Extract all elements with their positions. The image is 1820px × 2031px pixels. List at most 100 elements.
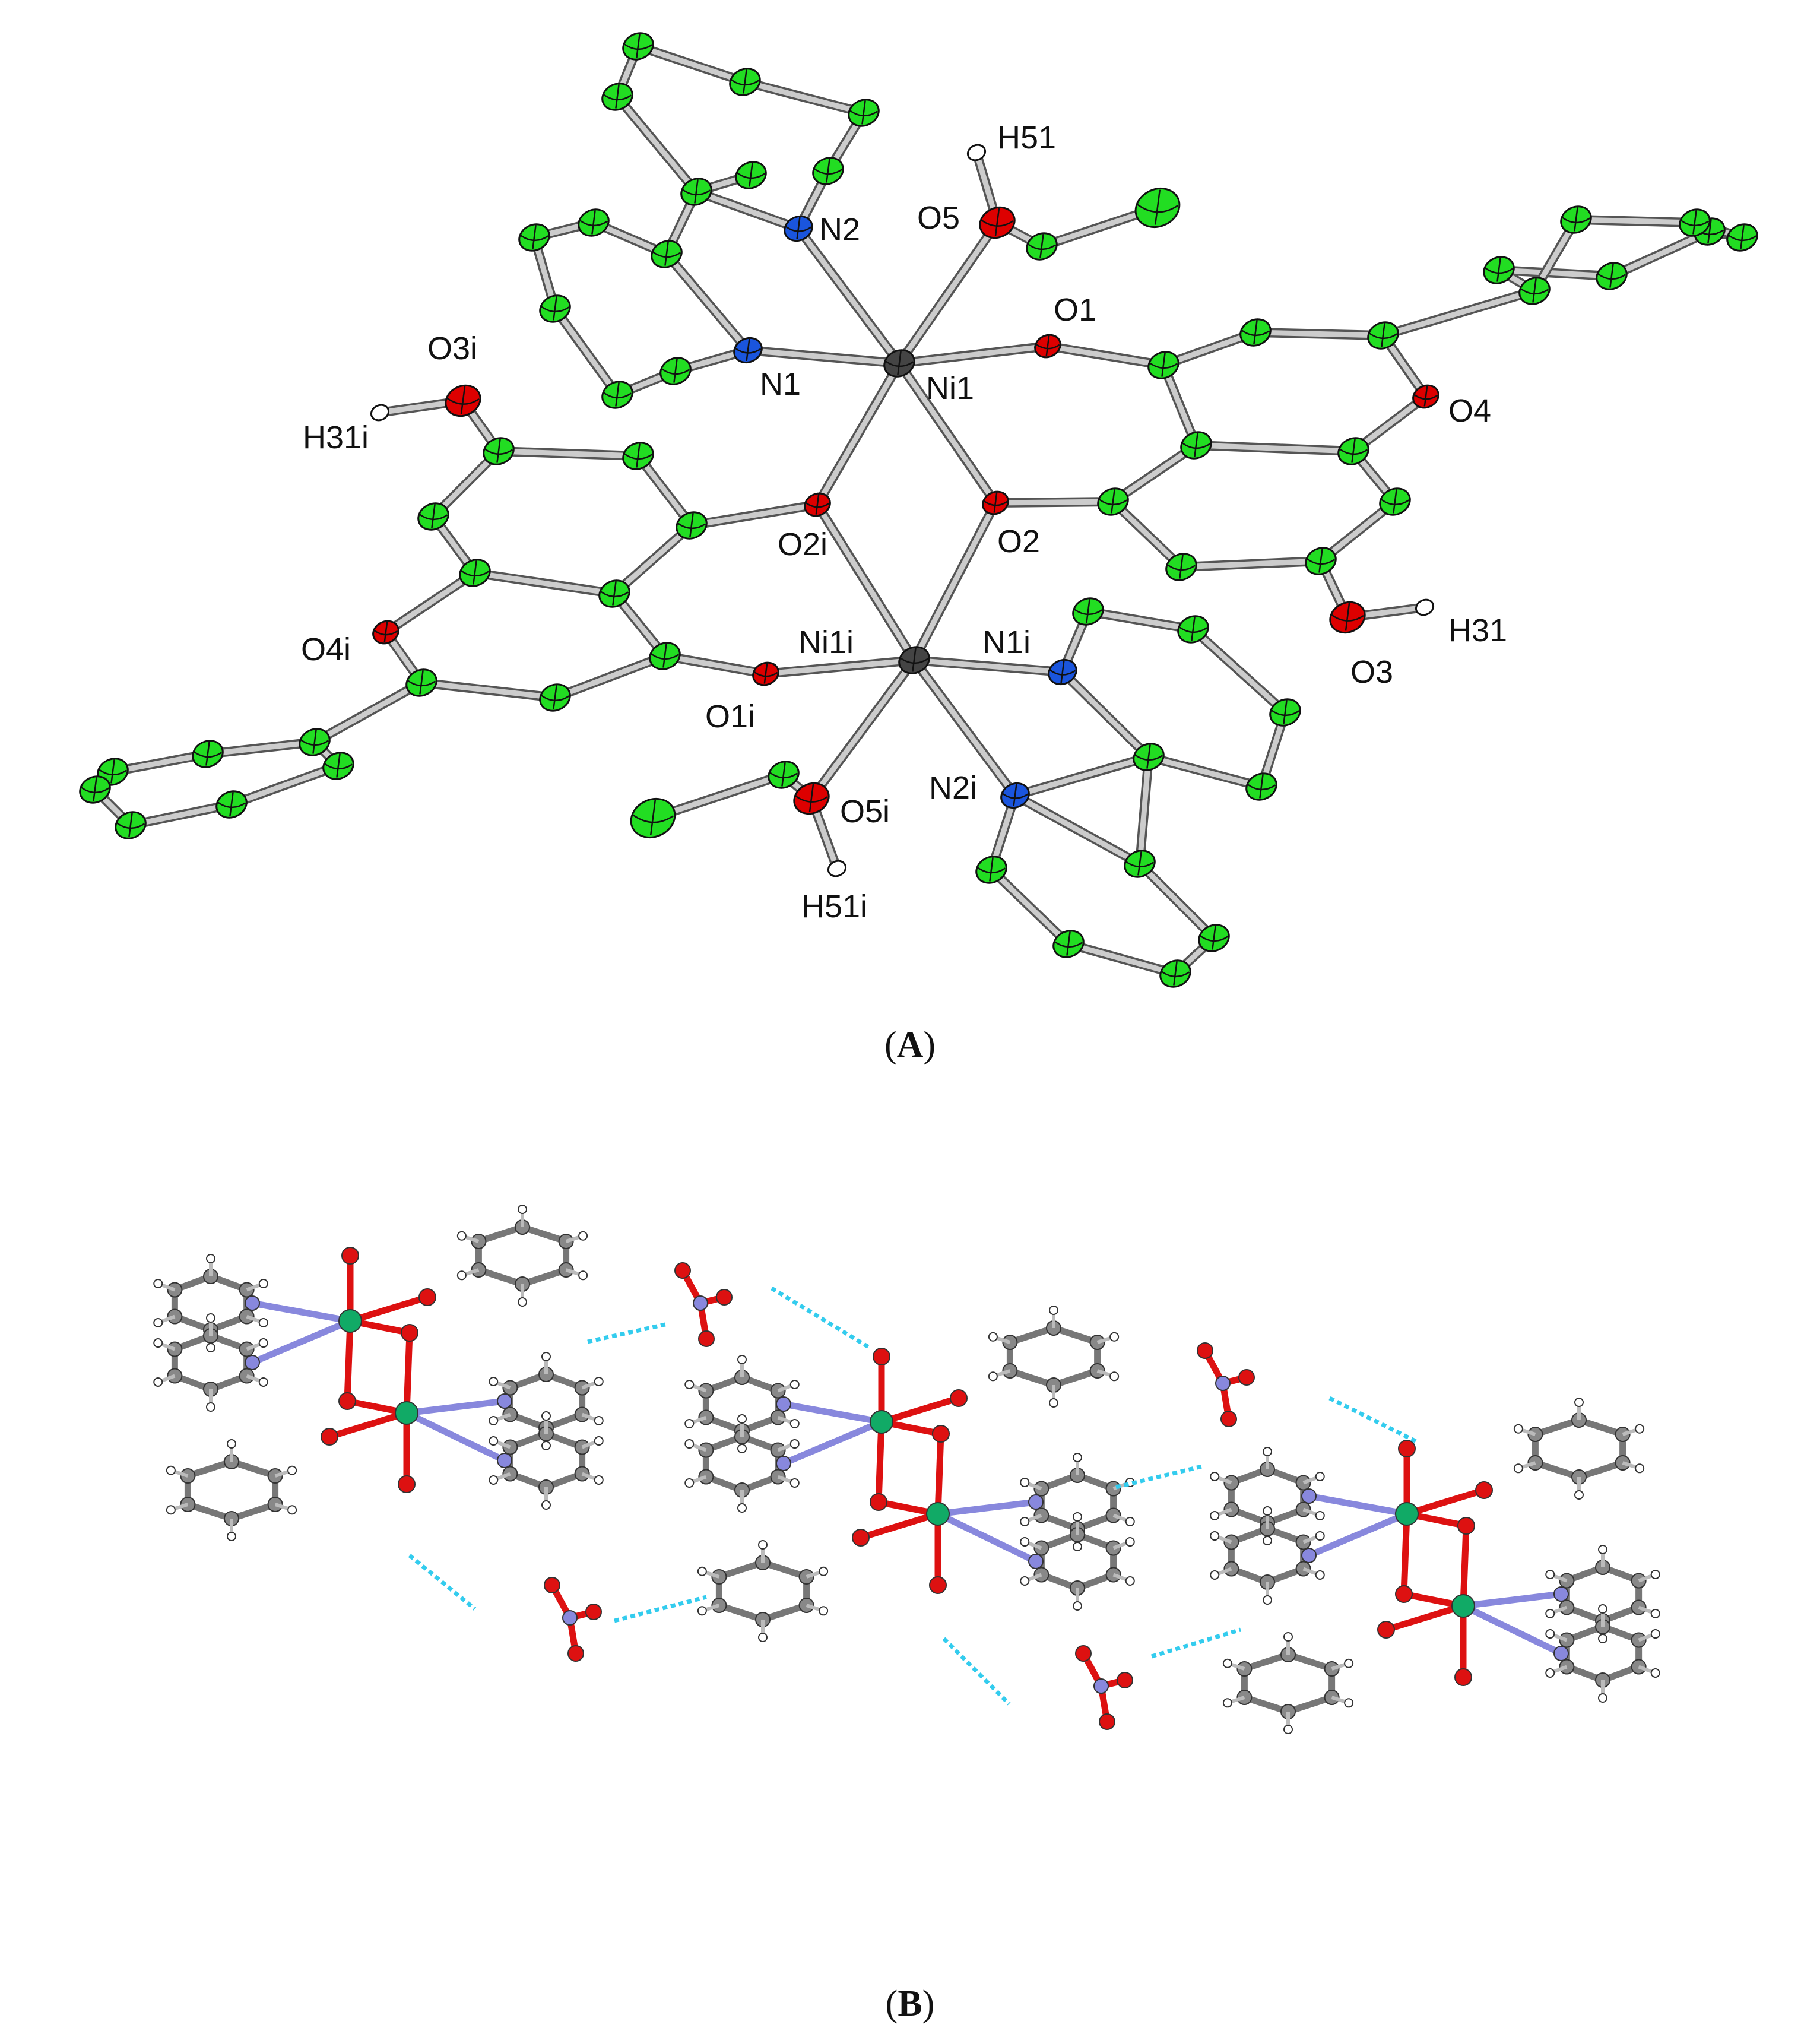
chromone-ring-hydrogen — [1109, 1371, 1120, 1382]
chromone-ring-hydrogen — [988, 1371, 998, 1382]
carbon-atom-h10 — [1124, 850, 1156, 878]
nitrogen-atom — [1028, 1554, 1044, 1569]
pyridyl-ring-hydrogen — [258, 1377, 268, 1387]
carbon-atom-b4 — [848, 99, 880, 127]
carbon-atom-f5 — [459, 559, 491, 587]
chromone-ring-hydrogen — [1283, 1632, 1293, 1642]
stick-bond — [347, 1294, 431, 1325]
chromone-ring-hydrogen — [456, 1270, 467, 1281]
panel-a-caption: (A) — [884, 1025, 936, 1065]
atom-label-o5i: O5i — [840, 794, 890, 829]
bond — [1496, 267, 1615, 279]
hydrogen-bond — [587, 1322, 668, 1344]
stick-bond — [780, 1418, 885, 1467]
pyridyl-ring-hydrogen — [153, 1377, 163, 1387]
chromone-ring-hydrogen — [819, 1566, 829, 1576]
chromone-ring-hydrogen — [1635, 1424, 1645, 1434]
nitrate-oxygen — [1099, 1713, 1115, 1730]
oxygen-atom-o4 — [1412, 384, 1439, 409]
pyridyl-ring-hydrogen — [153, 1317, 163, 1327]
carbon-atom-b5 — [729, 68, 761, 96]
oxygen-atom — [929, 1576, 947, 1594]
bond — [988, 867, 1071, 947]
stick-bond — [403, 1409, 508, 1464]
pyridyl-ring-hydrogen — [1545, 1629, 1555, 1639]
nitrate-oxygen — [698, 1330, 715, 1347]
bond — [693, 189, 801, 232]
chromone-ring-hydrogen — [1574, 1490, 1584, 1500]
pyridyl-ring-hydrogen — [1020, 1478, 1030, 1488]
chromone-ring-hydrogen — [287, 1465, 297, 1475]
pyridyl-ring-hydrogen — [1263, 1447, 1272, 1456]
bond — [1193, 442, 1356, 454]
bond — [911, 500, 998, 663]
bond — [1012, 793, 1143, 867]
carbon-atom-d2 — [1239, 318, 1272, 347]
oxygen-atom-o4i — [372, 620, 399, 645]
nickel-atom-ni1 — [883, 349, 915, 378]
stick-bond — [1460, 1522, 1470, 1609]
carbon-atom-b2 — [735, 161, 767, 189]
bond — [1380, 288, 1537, 338]
oxygen-atom — [870, 1493, 887, 1511]
nitrogen-atom — [776, 1396, 791, 1412]
pyridyl-ring-hydrogen — [1020, 1516, 1030, 1526]
panel-b-packing-diagram — [153, 1205, 1660, 1734]
pyridyl-ring-hydrogen — [1315, 1510, 1325, 1520]
bond — [808, 657, 917, 801]
bond — [745, 347, 902, 366]
bond — [911, 657, 1066, 675]
oxygen-atom-o2 — [982, 490, 1009, 515]
oxygen-atom — [852, 1529, 870, 1547]
atom-label-h31: H31 — [1448, 613, 1507, 648]
chromone-ring-hydrogen — [1344, 1658, 1354, 1668]
pyridyl-ring-hydrogen — [1073, 1453, 1082, 1462]
chromone-ring-hydrogen — [1049, 1398, 1058, 1408]
atom-label-n1i: N1i — [982, 625, 1031, 660]
pyridyl-ring-hydrogen — [1545, 1668, 1555, 1678]
chromone-ring-hydrogen — [988, 1332, 998, 1342]
stick-bond — [780, 1401, 885, 1425]
carbon-atom-f7 — [649, 642, 681, 670]
chromone-ring-hydrogen — [578, 1270, 588, 1281]
bond — [552, 306, 620, 398]
pyridyl-ring-hydrogen — [684, 1380, 695, 1390]
nitrogen-atom — [1553, 1646, 1569, 1661]
pyridyl-ring-hydrogen — [258, 1317, 268, 1327]
bond — [1253, 329, 1386, 338]
atom-label-o4i: O4i — [301, 632, 351, 667]
nickel-atom — [870, 1410, 893, 1434]
bond — [205, 739, 318, 757]
nitrogen-atom — [1301, 1488, 1317, 1504]
carbon-atom-d4 — [1180, 431, 1212, 460]
stick-bond — [1460, 1590, 1565, 1609]
bond — [1609, 229, 1713, 279]
oxygen-atom — [932, 1425, 950, 1443]
hydrogen-atom-h51i — [827, 860, 847, 877]
chromone-ring-hydrogen — [1574, 1398, 1584, 1407]
pyridyl-ring-hydrogen — [1650, 1629, 1660, 1639]
carbon-atom-a6 — [651, 240, 683, 268]
carbon-atom-f3 — [676, 511, 708, 540]
carbon-atom-f9 — [405, 668, 437, 697]
pyridyl-ring-hydrogen — [1598, 1693, 1607, 1703]
pyridyl-ring-hydrogen — [541, 1352, 551, 1361]
stick-bond — [875, 1418, 885, 1506]
nitrate-nitrogen — [693, 1295, 708, 1311]
carbon-atom-g2 — [192, 740, 224, 768]
oxygen-atom — [1395, 1585, 1413, 1603]
nitrogen-atom — [1028, 1494, 1044, 1510]
oxygen-atom — [1475, 1481, 1493, 1499]
carbon-atom-e7 — [1518, 277, 1551, 305]
carbon-atom-d5 — [1097, 487, 1129, 516]
nitrate-oxygen — [1075, 1645, 1092, 1662]
pyridyl-ring-hydrogen — [594, 1475, 604, 1485]
carbon-atom-h5 — [1133, 743, 1165, 771]
pyridyl-ring-hydrogen — [1545, 1608, 1555, 1618]
pyridyl-ring-hydrogen — [594, 1415, 604, 1425]
nitrate-oxygen — [1220, 1411, 1237, 1427]
nitrate-oxygen — [1117, 1672, 1133, 1688]
bond — [229, 763, 341, 807]
nitrate-oxygen — [544, 1577, 560, 1593]
